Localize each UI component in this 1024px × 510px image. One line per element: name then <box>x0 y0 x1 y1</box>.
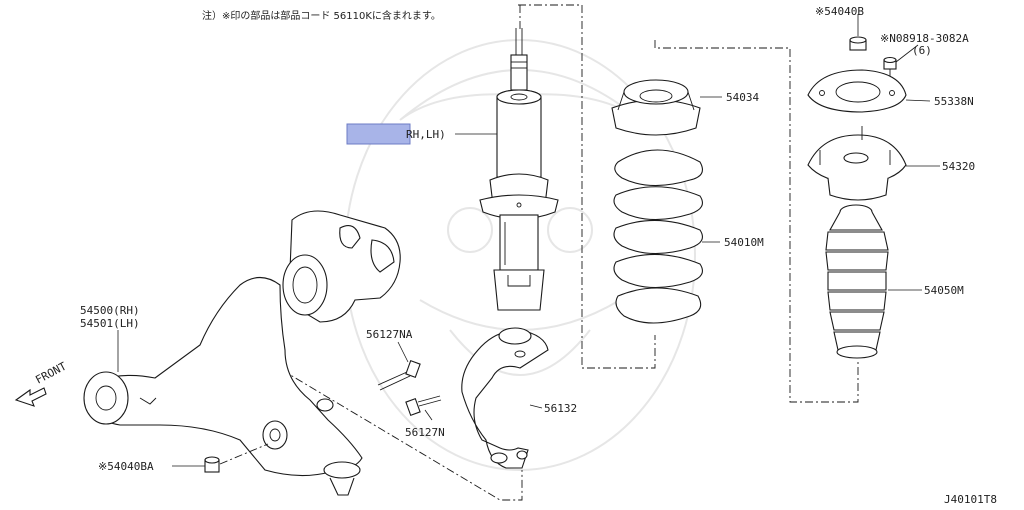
label-54040B: ※54040B <box>815 5 864 18</box>
label-54034: 54034 <box>726 91 759 104</box>
front-direction-arrow: FRONT <box>14 359 69 407</box>
label-56132: 56132 <box>544 402 577 415</box>
bump-boot-54050M <box>825 204 889 359</box>
bolt-56127NA <box>377 360 421 391</box>
nut-54040BA <box>204 443 269 473</box>
upper-mount-54034 <box>611 79 701 136</box>
label-56127N: 56127N <box>405 426 445 439</box>
label-54040BA: ※54040BA <box>98 460 154 473</box>
label-08918-qty: (6) <box>912 44 932 57</box>
header-note: 注）※印の部品は部品コード 56110Kに含まれます。 <box>202 9 441 22</box>
label-strut-suffix: RH,LH) <box>406 128 446 141</box>
coil-spring-54010M <box>613 149 703 324</box>
redacted-part-number <box>346 123 411 145</box>
label-55338N: 55338N <box>934 95 974 108</box>
label-54320: 54320 <box>942 160 975 173</box>
front-label: FRONT <box>33 359 69 386</box>
label-08918: ※N08918-3082A <box>880 32 969 45</box>
insulator-54320 <box>807 126 907 201</box>
label-54050M: 54050M <box>924 284 964 297</box>
strut-assembly <box>479 28 559 311</box>
plate-55338N <box>807 69 907 113</box>
label-54501: 54501(LH) <box>80 317 140 330</box>
lower-control-arm <box>83 210 401 496</box>
figure-id: J40101T8 <box>944 493 997 506</box>
label-54010M: 54010M <box>724 236 764 249</box>
nut-54040B <box>849 14 867 51</box>
label-54500: 54500(RH) <box>80 304 140 317</box>
leader-lines <box>117 96 940 467</box>
assembly-boundary-lines <box>281 4 859 501</box>
label-56127NA: 56127NA <box>366 328 413 341</box>
knuckle-56132 <box>461 327 549 469</box>
bolt-56127N <box>405 395 442 416</box>
